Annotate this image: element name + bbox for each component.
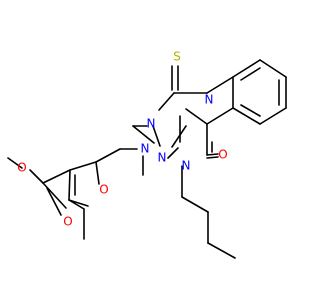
- oxygen-atom: O: [99, 183, 108, 197]
- bond: [132, 125, 155, 144]
- bond: [259, 59, 287, 78]
- bond: [29, 169, 44, 184]
- bond: [42, 169, 71, 184]
- bond: [42, 182, 67, 209]
- bond: [167, 147, 179, 159]
- bond: [152, 125, 161, 147]
- oxygen-atom: O: [218, 148, 227, 162]
- bond: [95, 161, 100, 185]
- bond: [207, 242, 236, 259]
- oxygen-atom: O: [17, 161, 26, 175]
- atom-labels: S N N N N N O O O O: [17, 50, 227, 229]
- bond: [68, 199, 85, 210]
- bond: [206, 107, 234, 125]
- nitrogen-atom: N: [147, 117, 156, 131]
- bond: [46, 187, 62, 216]
- nitrogen-atom: N: [158, 151, 167, 165]
- bond: [206, 153, 219, 156]
- bond: [95, 148, 121, 163]
- bond: [185, 108, 208, 125]
- bond: [240, 67, 261, 81]
- bond: [259, 107, 287, 125]
- molecule-canvas: S N N N N N O O O O: [7, 49, 287, 259]
- nitrogen-atom: N: [182, 159, 191, 173]
- oxygen-atom: O: [63, 215, 72, 229]
- bond: [158, 92, 175, 111]
- nitrogen-atom: N: [205, 93, 214, 107]
- bond: [69, 161, 97, 171]
- chemical-structure-diagram: S N N N N N O O O O: [7, 50, 287, 259]
- sulfur-atom: S: [173, 50, 181, 64]
- nitrogen-atom: N: [141, 142, 150, 156]
- bond-group: [7, 59, 287, 259]
- bond: [68, 169, 71, 201]
- bond: [206, 156, 219, 159]
- bond: [171, 125, 187, 148]
- bond: [7, 157, 23, 169]
- bond: [206, 76, 234, 94]
- bond: [181, 196, 209, 213]
- bond: [240, 104, 261, 117]
- bond: [232, 59, 261, 78]
- bond: [232, 107, 261, 125]
